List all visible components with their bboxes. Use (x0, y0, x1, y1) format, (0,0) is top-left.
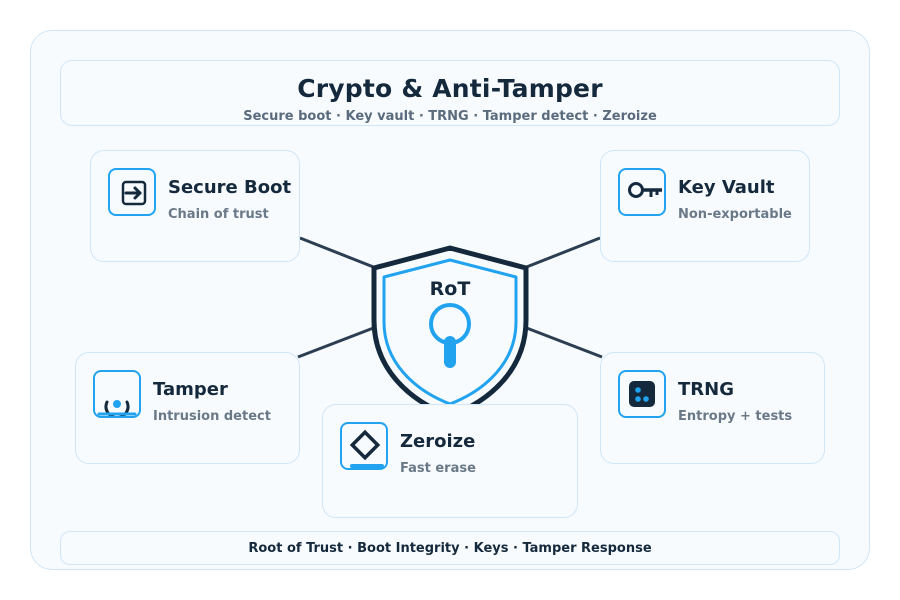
diagram-title: Crypto & Anti-Tamper (297, 74, 603, 103)
connector-key-vault (523, 236, 601, 270)
rot-label: RoT (429, 278, 471, 300)
header-box: Crypto & Anti-Tamper Secure boot · Key v… (60, 60, 840, 126)
dice-icon (629, 381, 655, 407)
card-zeroize: Zeroize Fast erase (322, 404, 578, 518)
connector-secure-boot (299, 236, 377, 270)
trng-icon-frame (618, 370, 666, 418)
secure-boot-subtitle: Chain of trust (168, 207, 269, 222)
zeroize-title: Zeroize (400, 431, 476, 452)
arrow-right-icon (121, 180, 147, 206)
eraser-icon (349, 429, 384, 468)
zeroize-icon-frame (340, 422, 388, 470)
footer-box: Root of Trust · Boot Integrity · Keys · … (60, 531, 840, 565)
tamper-sensor-icon (97, 400, 137, 416)
tamper-title: Tamper (153, 379, 228, 400)
secure-boot-icon-frame (108, 168, 156, 216)
shield-keyhole-icon (371, 245, 529, 419)
diagram-subtitle: Secure boot · Key vault · TRNG · Tamper … (243, 109, 657, 124)
card-trng: TRNG Entropy + tests (600, 352, 825, 464)
trng-subtitle: Entropy + tests (678, 409, 793, 424)
connector-tamper (297, 325, 377, 359)
card-key-vault: Key Vault Non-exportable (600, 150, 810, 262)
key-vault-icon-frame (618, 168, 666, 216)
card-secure-boot: Secure Boot Chain of trust (90, 150, 300, 262)
connector-trng (523, 325, 603, 359)
card-tamper: Tamper Intrusion detect (75, 352, 300, 464)
zeroize-subtitle: Fast erase (400, 461, 476, 476)
secure-boot-title: Secure Boot (168, 177, 292, 198)
footer-text: Root of Trust · Boot Integrity · Keys · … (248, 541, 652, 556)
tamper-icon-frame (93, 370, 141, 418)
key-vault-title: Key Vault (678, 177, 775, 198)
trng-title: TRNG (678, 379, 734, 400)
key-icon (628, 182, 662, 198)
tamper-subtitle: Intrusion detect (153, 409, 271, 424)
root-of-trust-shield (370, 240, 530, 424)
key-vault-subtitle: Non-exportable (678, 207, 792, 222)
